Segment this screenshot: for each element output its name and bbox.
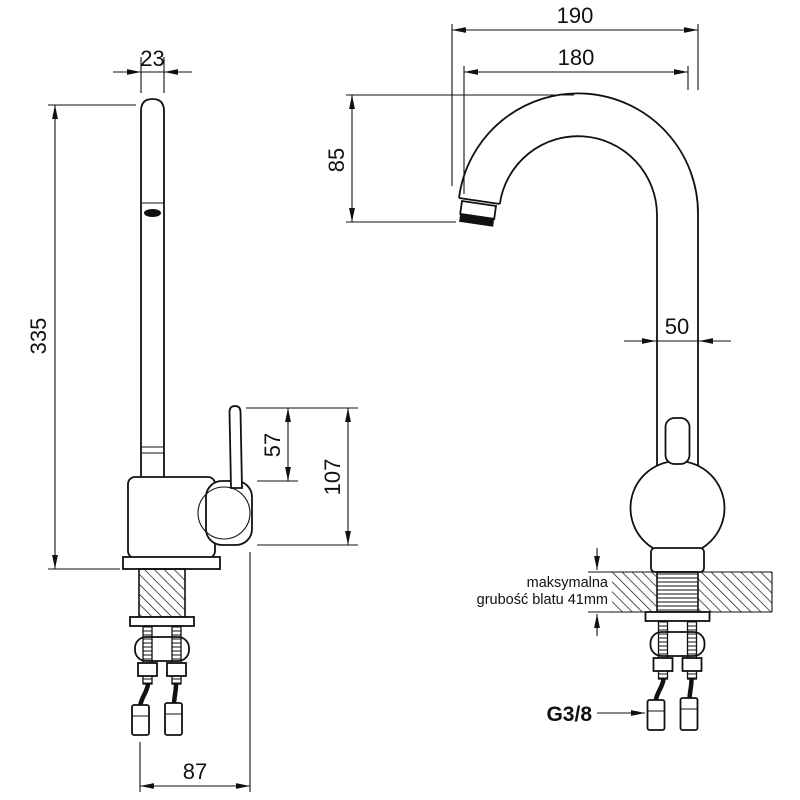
overall-width-label: 190 (557, 3, 594, 28)
body-width-label: 50 (665, 314, 689, 339)
spout-aerator (459, 213, 495, 227)
base-flange (650, 547, 705, 573)
countertop: maksymalna grubość blatu 41mm (477, 548, 773, 636)
handle-stem (664, 417, 691, 465)
faucet-body (127, 476, 216, 559)
dim-spout-height: 85 (324, 94, 574, 223)
dim-overall-width: 190 (451, 3, 699, 186)
spout-end-face (458, 197, 500, 205)
thread-size-label: G3/8 (546, 703, 592, 726)
shank-through-counter (656, 571, 699, 613)
total-height-label: 335 (26, 318, 51, 355)
spout-height-label: 85 (324, 148, 349, 172)
spout-width-label: 23 (140, 46, 164, 71)
front-view: maksymalna grubość blatu 41mm 190 180 85 (324, 3, 773, 730)
threaded-shank (138, 568, 186, 618)
gooseneck-spout-outer (458, 92, 699, 216)
spout-pipe (140, 98, 165, 479)
mounting-hardware (130, 617, 194, 735)
side-view: 23 335 57 107 87 (26, 46, 358, 792)
dim-lever-height: 57 (246, 407, 358, 482)
handle-mount (205, 480, 253, 546)
countertop-hatch-left (612, 572, 657, 612)
front-view-faucet (458, 92, 726, 573)
mounting-hardware (646, 612, 710, 730)
dim-spout-width: 23 (113, 46, 192, 93)
aerator-outlet (144, 209, 161, 217)
countertop-hatch-right (698, 572, 772, 612)
counter-note-line1: maksymalna (527, 575, 609, 591)
spout-reach-label: 180 (558, 45, 595, 70)
base-width-label: 87 (183, 759, 207, 784)
handle-lever (228, 405, 243, 489)
dim-total-height: 335 (26, 104, 136, 570)
dim-base-width: 87 (139, 552, 251, 792)
handle-knob (629, 460, 726, 556)
gooseneck-spout-inner (498, 135, 658, 216)
base-plate (122, 556, 221, 570)
dim-body-width: 50 (624, 314, 731, 344)
handle-escutcheon (197, 486, 251, 540)
dim-spout-reach: 180 (463, 45, 689, 194)
body-height-label: 107 (320, 459, 345, 496)
dim-body-height: 107 (257, 408, 358, 546)
thread-size-callout: G3/8 (546, 703, 645, 726)
lever-height-label: 57 (260, 433, 285, 457)
side-view-faucet (122, 98, 253, 735)
counter-note-line2: grubość blatu 41mm (477, 592, 608, 608)
